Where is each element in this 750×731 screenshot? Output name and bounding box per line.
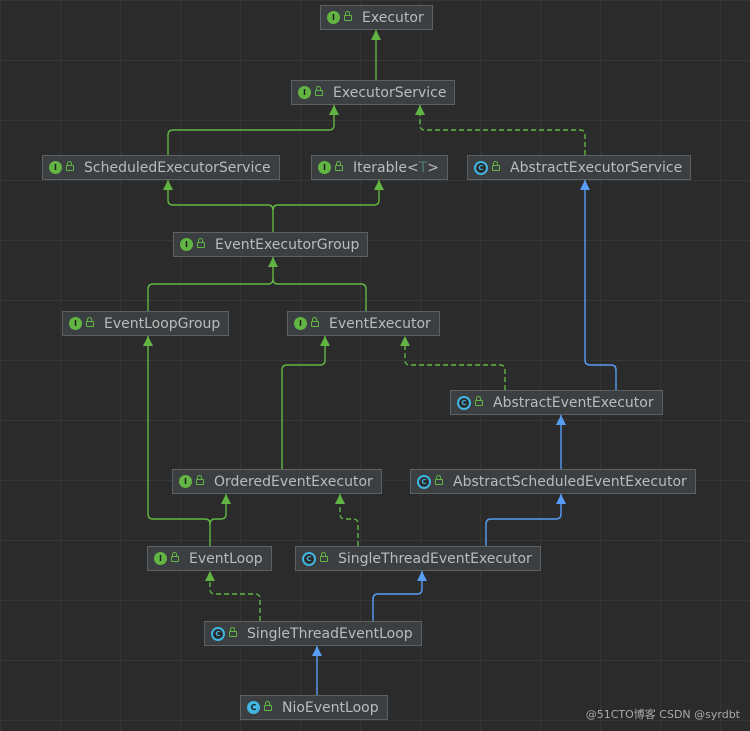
- lock-icon: [311, 316, 319, 327]
- node-executor-service[interactable]: I ExecutorService: [291, 80, 456, 105]
- node-scheduled-executor-service[interactable]: I ScheduledExecutorService: [42, 155, 280, 180]
- node-event-executor[interactable]: I EventExecutor: [287, 311, 440, 336]
- abstract-class-icon: C: [417, 474, 431, 489]
- node-event-loop-group[interactable]: I EventLoopGroup: [62, 311, 230, 336]
- edge-oee-ee: [281, 336, 326, 469]
- abstract-class-icon: C: [457, 395, 471, 410]
- lock-icon: [229, 626, 237, 637]
- node-label: SingleThreadEventExecutor: [338, 550, 532, 567]
- edge-el-elg: [147, 336, 211, 546]
- node-iterable[interactable]: I Iterable<T>: [311, 155, 448, 180]
- node-abstract-executor-service[interactable]: C AbstractExecutorService: [467, 155, 692, 180]
- node-label: EventLoopGroup: [104, 315, 221, 332]
- interface-icon: I: [179, 475, 192, 488]
- type-param: T: [418, 159, 428, 176]
- lock-icon: [492, 160, 500, 171]
- edge-stee-asee: [485, 494, 562, 546]
- node-label: NioEventLoop: [282, 699, 379, 716]
- node-label: ScheduledExecutorService: [84, 159, 271, 176]
- node-label: EventExecutor: [329, 315, 431, 332]
- lock-icon: [335, 160, 343, 171]
- node-event-executor-group[interactable]: I EventExecutorGroup: [173, 232, 369, 257]
- interface-icon: I: [327, 11, 340, 24]
- lock-icon: [86, 316, 94, 327]
- class-icon: C: [247, 701, 260, 714]
- node-single-thread-event-loop[interactable]: C SingleThreadEventLoop: [204, 621, 422, 646]
- node-event-loop[interactable]: I EventLoop: [147, 546, 272, 571]
- node-nio-event-loop[interactable]: C NioEventLoop: [240, 695, 388, 720]
- interface-icon: I: [154, 552, 167, 565]
- node-abstract-scheduled-event-executor[interactable]: C AbstractScheduledEventExecutor: [410, 469, 696, 494]
- edge-stee-oee: [339, 494, 359, 546]
- node-label: AbstractScheduledEventExecutor: [453, 473, 687, 490]
- abstract-class-icon: C: [474, 160, 488, 175]
- node-label: Executor: [362, 9, 424, 26]
- lock-icon: [435, 474, 443, 485]
- edge-stel-el: [209, 571, 261, 621]
- lock-icon: [196, 474, 204, 485]
- edge-aee-aes: [584, 180, 617, 390]
- lock-icon: [475, 395, 483, 406]
- node-executor[interactable]: I Executor: [320, 5, 433, 30]
- lock-icon: [320, 551, 328, 562]
- node-label: OrderedEventExecutor: [214, 473, 373, 490]
- edge-eeg-scheduled: [167, 180, 274, 232]
- watermark: @51CTO博客 CSDN @syrdbt: [585, 708, 740, 721]
- edge-aee-ee: [404, 336, 506, 390]
- lock-icon: [197, 237, 205, 248]
- lock-icon: [66, 160, 74, 171]
- node-label: ExecutorService: [333, 84, 447, 101]
- lock-icon: [315, 85, 323, 96]
- node-ordered-event-executor[interactable]: I OrderedEventExecutor: [172, 469, 382, 494]
- node-label: AbstractEventExecutor: [493, 394, 654, 411]
- interface-icon: I: [180, 238, 193, 251]
- node-single-thread-event-executor[interactable]: C SingleThreadEventExecutor: [295, 546, 541, 571]
- node-label: SingleThreadEventLoop: [247, 625, 413, 642]
- abstract-class-icon: C: [302, 551, 316, 566]
- interface-icon: I: [318, 161, 331, 174]
- edge-elg-eeg: [147, 257, 274, 311]
- interface-icon: I: [298, 86, 311, 99]
- node-abstract-event-executor[interactable]: C AbstractEventExecutor: [450, 390, 663, 415]
- interface-icon: I: [49, 161, 62, 174]
- interface-icon: I: [294, 317, 307, 330]
- lock-icon: [264, 700, 272, 711]
- edge-eeg-iterable: [272, 180, 380, 211]
- edge-el-oee: [209, 494, 227, 525]
- node-label: EventLoop: [189, 550, 263, 567]
- edge-stel-stee: [372, 571, 423, 621]
- node-label: Iterable<: [353, 159, 419, 176]
- lock-icon: [171, 551, 179, 562]
- node-label-close: >: [427, 159, 439, 176]
- edge-scheduled-executorservice: [167, 105, 335, 155]
- node-label: AbstractExecutorService: [510, 159, 683, 176]
- abstract-class-icon: C: [211, 626, 225, 641]
- node-label: EventExecutorGroup: [215, 236, 360, 253]
- edge-ee-eeg: [272, 278, 367, 311]
- lock-icon: [344, 10, 352, 21]
- interface-icon: I: [69, 317, 82, 330]
- edge-aes-executorservice: [419, 105, 586, 155]
